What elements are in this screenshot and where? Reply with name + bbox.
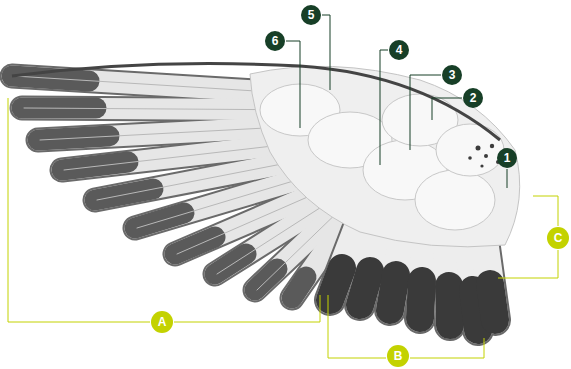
- dimension-letter: A: [151, 311, 173, 333]
- covert-feathers: [250, 66, 520, 247]
- covert-rows: [260, 84, 504, 230]
- dimension-letter: C: [547, 227, 569, 249]
- callout-number: 5: [301, 5, 321, 25]
- leader-lines: [286, 15, 507, 188]
- callout-number: 1: [497, 148, 517, 168]
- callout-number: 2: [463, 88, 483, 108]
- callout-number: 4: [389, 40, 409, 60]
- callout-number: 6: [265, 31, 285, 51]
- dimension-letter: B: [387, 345, 409, 367]
- dimension-brackets: [8, 98, 558, 358]
- callout-number: 3: [442, 65, 462, 85]
